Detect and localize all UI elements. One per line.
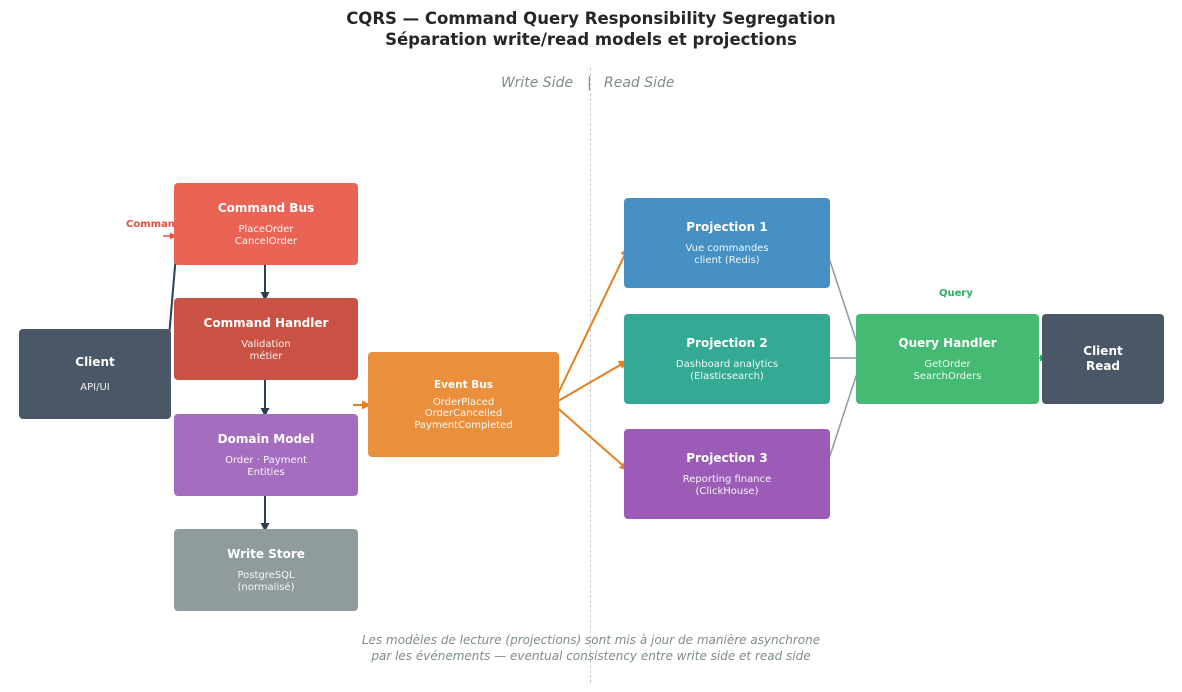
projection-1-title: Projection 1 <box>686 220 768 234</box>
domain-model-title: Domain Model <box>217 432 315 446</box>
projection-1-node: Projection 1 Vue commandes client (Redis… <box>624 198 830 288</box>
client-subtitle: API/UI <box>80 381 110 393</box>
client-node: Client API/UI <box>19 329 171 419</box>
write-read-divider <box>590 68 591 683</box>
query-handler-title: Query Handler <box>898 336 997 350</box>
edge-projection-1-to-query <box>823 242 863 359</box>
command-bus-title: Command Bus <box>217 201 315 215</box>
command-edge-label: Command <box>126 219 183 230</box>
edge-event-bus-to-projection-1 <box>552 247 629 405</box>
projection-2-subtitle: Dashboard analytics (Elasticsearch) <box>675 359 779 382</box>
client-read-title: Client Read <box>1083 344 1123 373</box>
projection-1-subtitle: Vue commandes client (Redis) <box>685 243 769 266</box>
projection-2-title: Projection 2 <box>686 336 768 350</box>
diagram-title: CQRS — Command Query Responsibility Segr… <box>0 8 1182 50</box>
command-handler-subtitle: Validation métier <box>241 339 291 362</box>
side-separator-label: | <box>587 75 592 91</box>
edge-projection-3-to-query <box>823 357 863 475</box>
edge-event-bus-to-projection-2 <box>552 360 628 405</box>
client-read-node: Client Read <box>1042 314 1164 404</box>
event-bus-title: Event Bus <box>433 378 494 391</box>
footer-line-1: Les modèles de lecture (projections) son… <box>361 633 821 647</box>
event-bus-node: Event Bus OrderPlaced OrderCancelled Pay… <box>368 352 559 457</box>
write-store-subtitle: PostgreSQL (normalisé) <box>237 570 295 593</box>
query-handler-node: Query Handler GetOrder SearchOrders <box>856 314 1039 404</box>
projection-2-node: Projection 2 Dashboard analytics (Elasti… <box>624 314 830 404</box>
command-bus-subtitle: PlaceOrder CancelOrder <box>234 224 298 247</box>
command-handler-title: Command Handler <box>203 316 329 330</box>
domain-model-subtitle: Order · Payment Entities <box>225 455 307 478</box>
projection-3-node: Projection 3 Reporting finance (ClickHou… <box>624 429 830 519</box>
query-edge-label: Query <box>939 288 973 299</box>
event-bus-subtitle: OrderPlaced OrderCancelled PaymentComple… <box>414 396 513 431</box>
write-side-label: Write Side <box>501 75 574 91</box>
projection-3-title: Projection 3 <box>686 451 768 465</box>
projection-3-subtitle: Reporting finance (ClickHouse) <box>682 474 772 497</box>
edge-event-bus-to-projection-3 <box>552 403 629 471</box>
read-side-label: Read Side <box>604 75 675 91</box>
footer-line-2: par les événements — eventual consistenc… <box>371 649 811 663</box>
client-title: Client <box>75 354 115 369</box>
command-handler-node: Command Handler Validation métier <box>174 298 358 380</box>
footer-note: Les modèles de lecture (projections) son… <box>0 632 1182 664</box>
query-handler-subtitle: GetOrder SearchOrders <box>913 359 982 382</box>
write-store-node: Write Store PostgreSQL (normalisé) <box>174 529 358 611</box>
domain-model-node: Domain Model Order · Payment Entities <box>174 414 358 496</box>
command-bus-node: Command Bus PlaceOrder CancelOrder <box>174 183 358 265</box>
title-line-2: Séparation write/read models et projecti… <box>385 30 797 49</box>
write-store-title: Write Store <box>227 547 305 561</box>
title-line-1: CQRS — Command Query Responsibility Segr… <box>346 9 836 28</box>
